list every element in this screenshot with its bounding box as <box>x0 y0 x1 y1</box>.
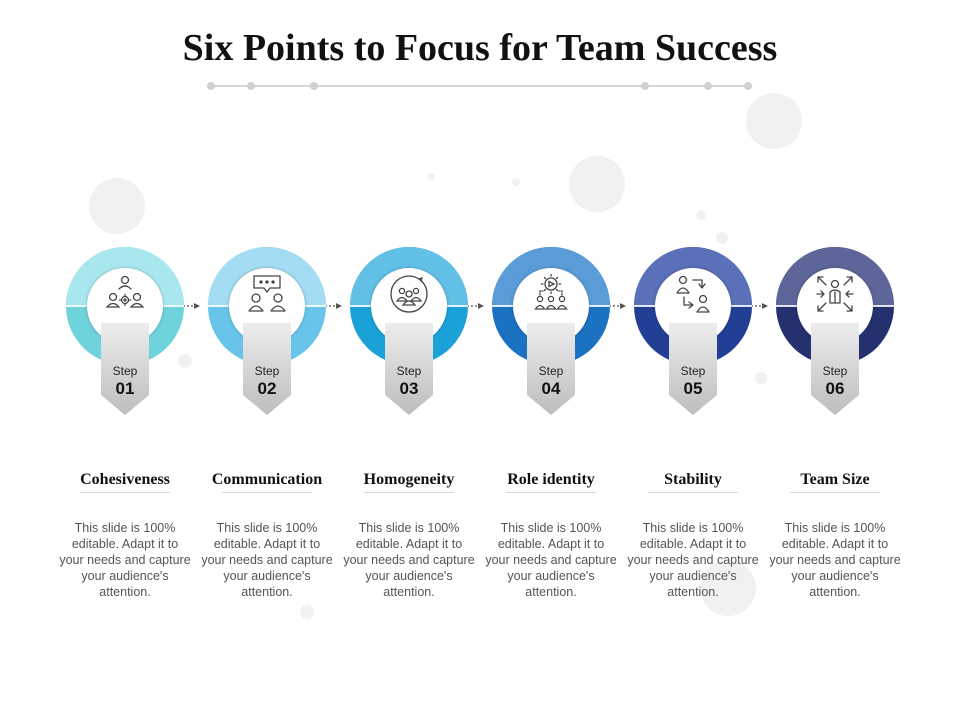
page-title: Six Points to Focus for Team Success <box>182 27 778 69</box>
heading-underline <box>222 492 312 493</box>
step-number: 02 <box>257 379 277 398</box>
step-description: This slide is 100% editable. Adapt it to… <box>343 521 475 599</box>
step-1: Step 01 Cohesiveness This slide is 100% … <box>59 247 191 607</box>
step-2: Step 02 Communication This slide is 100%… <box>201 247 333 607</box>
step-5: Step 05 Stability This slide is 100% edi… <box>627 247 759 607</box>
team-gear-icon <box>105 275 145 308</box>
step-number: 05 <box>683 379 703 398</box>
step-heading: Homogeneity <box>363 471 455 488</box>
step-ribbon <box>243 323 291 415</box>
title-divider-dot <box>247 82 255 90</box>
step-description: This slide is 100% editable. Adapt it to… <box>201 521 333 599</box>
background-dot <box>700 560 756 616</box>
heading-underline <box>80 492 170 493</box>
background-dot <box>746 93 802 149</box>
step-description: This slide is 100% editable. Adapt it to… <box>769 521 901 599</box>
step-ribbon <box>385 323 433 415</box>
heading-underline <box>648 492 738 493</box>
step-description: This slide is 100% editable. Adapt it to… <box>485 521 617 599</box>
step-label: Step <box>254 364 280 378</box>
step-number: 01 <box>115 379 135 398</box>
background-dot <box>716 232 728 244</box>
step-label: Step <box>822 364 848 378</box>
step-4: Step 04 Role identity This slide is 100%… <box>485 247 617 607</box>
title-divider <box>210 85 750 87</box>
step-label: Step <box>538 364 564 378</box>
heading-underline <box>790 492 880 493</box>
step-heading: Role identity <box>507 471 595 488</box>
step-ribbon <box>811 323 859 415</box>
background-dot <box>569 156 625 212</box>
people-exchange-icon <box>676 275 710 313</box>
step-label: Step <box>112 364 138 378</box>
title-divider-dot <box>704 82 712 90</box>
gear-people-icon <box>534 273 568 310</box>
group-circle-icon <box>390 275 428 313</box>
step-heading: Communication <box>211 471 323 488</box>
heading-underline <box>506 492 596 493</box>
step-number: 04 <box>541 379 561 398</box>
step-ribbon <box>101 323 149 415</box>
background-dot <box>512 178 520 186</box>
background-dot <box>755 372 767 384</box>
background-dot <box>89 178 145 234</box>
background-dot <box>696 210 706 220</box>
step-number: 06 <box>825 379 845 398</box>
title-divider-dot <box>310 82 318 90</box>
step-heading: Team Size <box>800 471 870 488</box>
step-ribbon <box>669 323 717 415</box>
background-dot <box>178 354 192 368</box>
heading-underline <box>364 492 454 493</box>
step-6: Step 06 Team Size This slide is 100% edi… <box>769 247 901 607</box>
step-heading: Stability <box>664 471 722 488</box>
step-ribbon <box>527 323 575 415</box>
expand-person-icon <box>816 276 854 312</box>
step-heading: Cohesiveness <box>80 471 170 488</box>
chat-people-icon <box>248 275 286 312</box>
title-divider-dot <box>641 82 649 90</box>
background-dot <box>300 605 314 619</box>
step-number: 03 <box>399 379 419 398</box>
step-label: Step <box>680 364 706 378</box>
background-dot <box>428 173 435 180</box>
step-3: Step 03 Homogeneity This slide is 100% e… <box>343 247 475 607</box>
title-divider-dot <box>207 82 215 90</box>
title-divider-dot <box>744 82 752 90</box>
step-description: This slide is 100% editable. Adapt it to… <box>627 521 759 599</box>
step-label: Step <box>396 364 422 378</box>
step-description: This slide is 100% editable. Adapt it to… <box>59 521 191 599</box>
